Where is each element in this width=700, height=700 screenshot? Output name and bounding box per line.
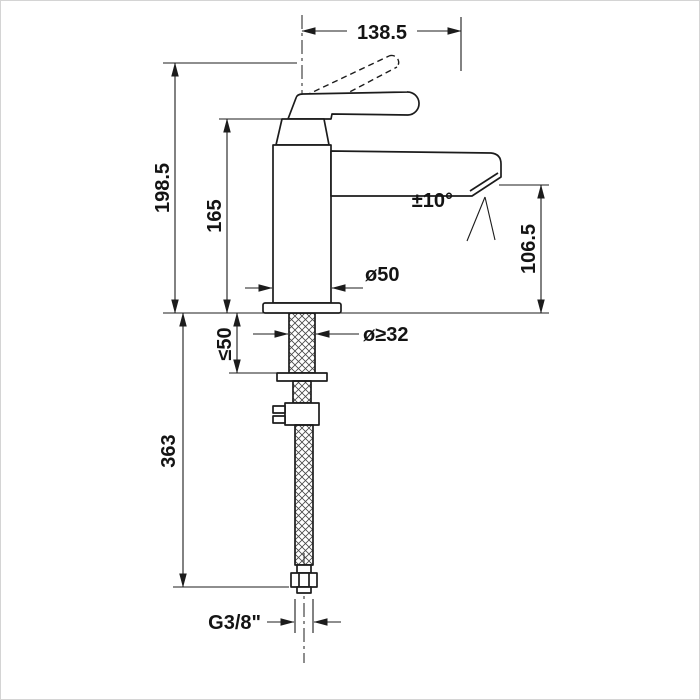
dim-reach-label: 138.5 bbox=[357, 22, 407, 44]
dim-base-diameter: ø50 bbox=[245, 264, 399, 292]
body-cap bbox=[275, 118, 330, 146]
dim-thread: G3/8" bbox=[208, 599, 341, 634]
mounting-hardware bbox=[272, 312, 328, 594]
hose-collar bbox=[296, 564, 312, 574]
spout bbox=[330, 150, 502, 197]
dim-thread-label: G3/8" bbox=[208, 612, 261, 634]
hose-thread-end bbox=[296, 586, 312, 594]
lever-handle bbox=[287, 91, 420, 120]
dim-angle-label: ±10° bbox=[412, 190, 453, 212]
lever-raised-dashed-2 bbox=[305, 66, 398, 116]
dim-hose-length: 363 bbox=[158, 312, 289, 588]
label-mask bbox=[347, 18, 417, 43]
hose-hex-nut bbox=[290, 572, 318, 588]
dim-body-height-label: 165 bbox=[204, 199, 226, 232]
washer-plate bbox=[276, 372, 328, 382]
threaded-shank bbox=[288, 312, 316, 374]
dim-outlet-height: 106.5 bbox=[499, 184, 549, 314]
dim-hole-diameter: ø≥32 bbox=[253, 324, 408, 346]
angle-line-right bbox=[484, 196, 496, 241]
dim-total-height-label: 198.5 bbox=[152, 163, 174, 213]
lever-raised-dashed bbox=[295, 55, 390, 101]
angle-line-left bbox=[466, 196, 486, 242]
lever-raised-dashed-end bbox=[388, 54, 400, 68]
mounting-nut bbox=[284, 402, 320, 426]
dim-base-diameter-label: ø50 bbox=[365, 264, 399, 286]
dim-deck-thickness: ≤50 bbox=[214, 312, 287, 374]
spray-angle-lines bbox=[466, 196, 496, 242]
mounting-tab-lower bbox=[272, 415, 286, 424]
faucet-body bbox=[272, 144, 332, 304]
shank-lower bbox=[292, 380, 312, 404]
faucet-outline bbox=[262, 54, 502, 314]
dim-hose-length-label: 363 bbox=[158, 434, 180, 467]
dim-outlet-height-label: 106.5 bbox=[518, 224, 540, 274]
flexible-hose bbox=[294, 424, 314, 566]
mounting-tab-upper bbox=[272, 405, 286, 414]
dim-body-height: 165 bbox=[204, 118, 283, 314]
aerator-line bbox=[469, 172, 499, 192]
base-plate bbox=[262, 302, 342, 314]
dim-hole-diameter-label: ø≥32 bbox=[363, 324, 408, 346]
dim-total-height: 198.5 bbox=[152, 62, 297, 314]
dim-deck-thickness-label: ≤50 bbox=[214, 327, 236, 360]
dim-reach: 138.5 bbox=[301, 17, 462, 71]
